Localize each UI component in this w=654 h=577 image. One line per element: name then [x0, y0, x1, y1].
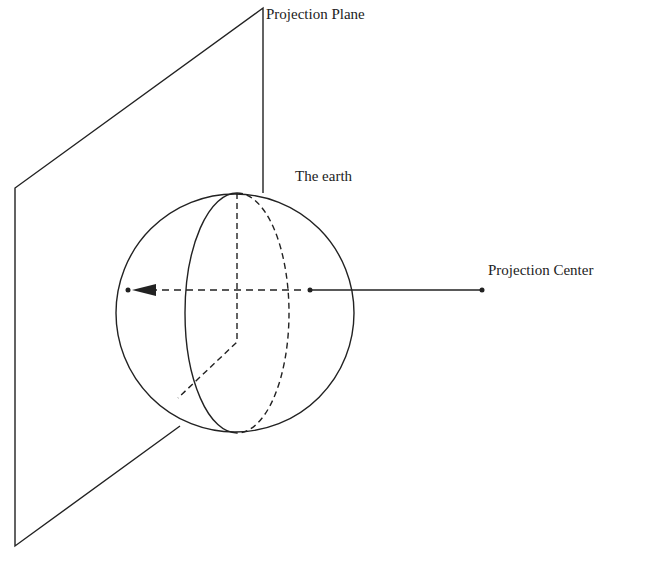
earth-circle-outline: [116, 194, 354, 432]
projection-ray: [310, 289, 482, 290]
meridian-front: [185, 193, 237, 433]
center-label: Projection Center: [488, 262, 593, 279]
earth-outline: [115, 193, 355, 433]
projection-center-point: [480, 288, 485, 293]
projection-ray-hidden: [150, 289, 305, 290]
plane-label: Projection Plane: [266, 6, 365, 23]
node-title: The earth: [295, 168, 352, 185]
arrow-head: [132, 284, 156, 296]
hidden-axes: [178, 193, 237, 398]
surface-point: [308, 288, 313, 293]
projected-point: [126, 288, 131, 293]
meridian-back: [237, 193, 289, 433]
earth-circle: The earth: [115, 193, 355, 433]
projection-plane: [15, 8, 263, 546]
